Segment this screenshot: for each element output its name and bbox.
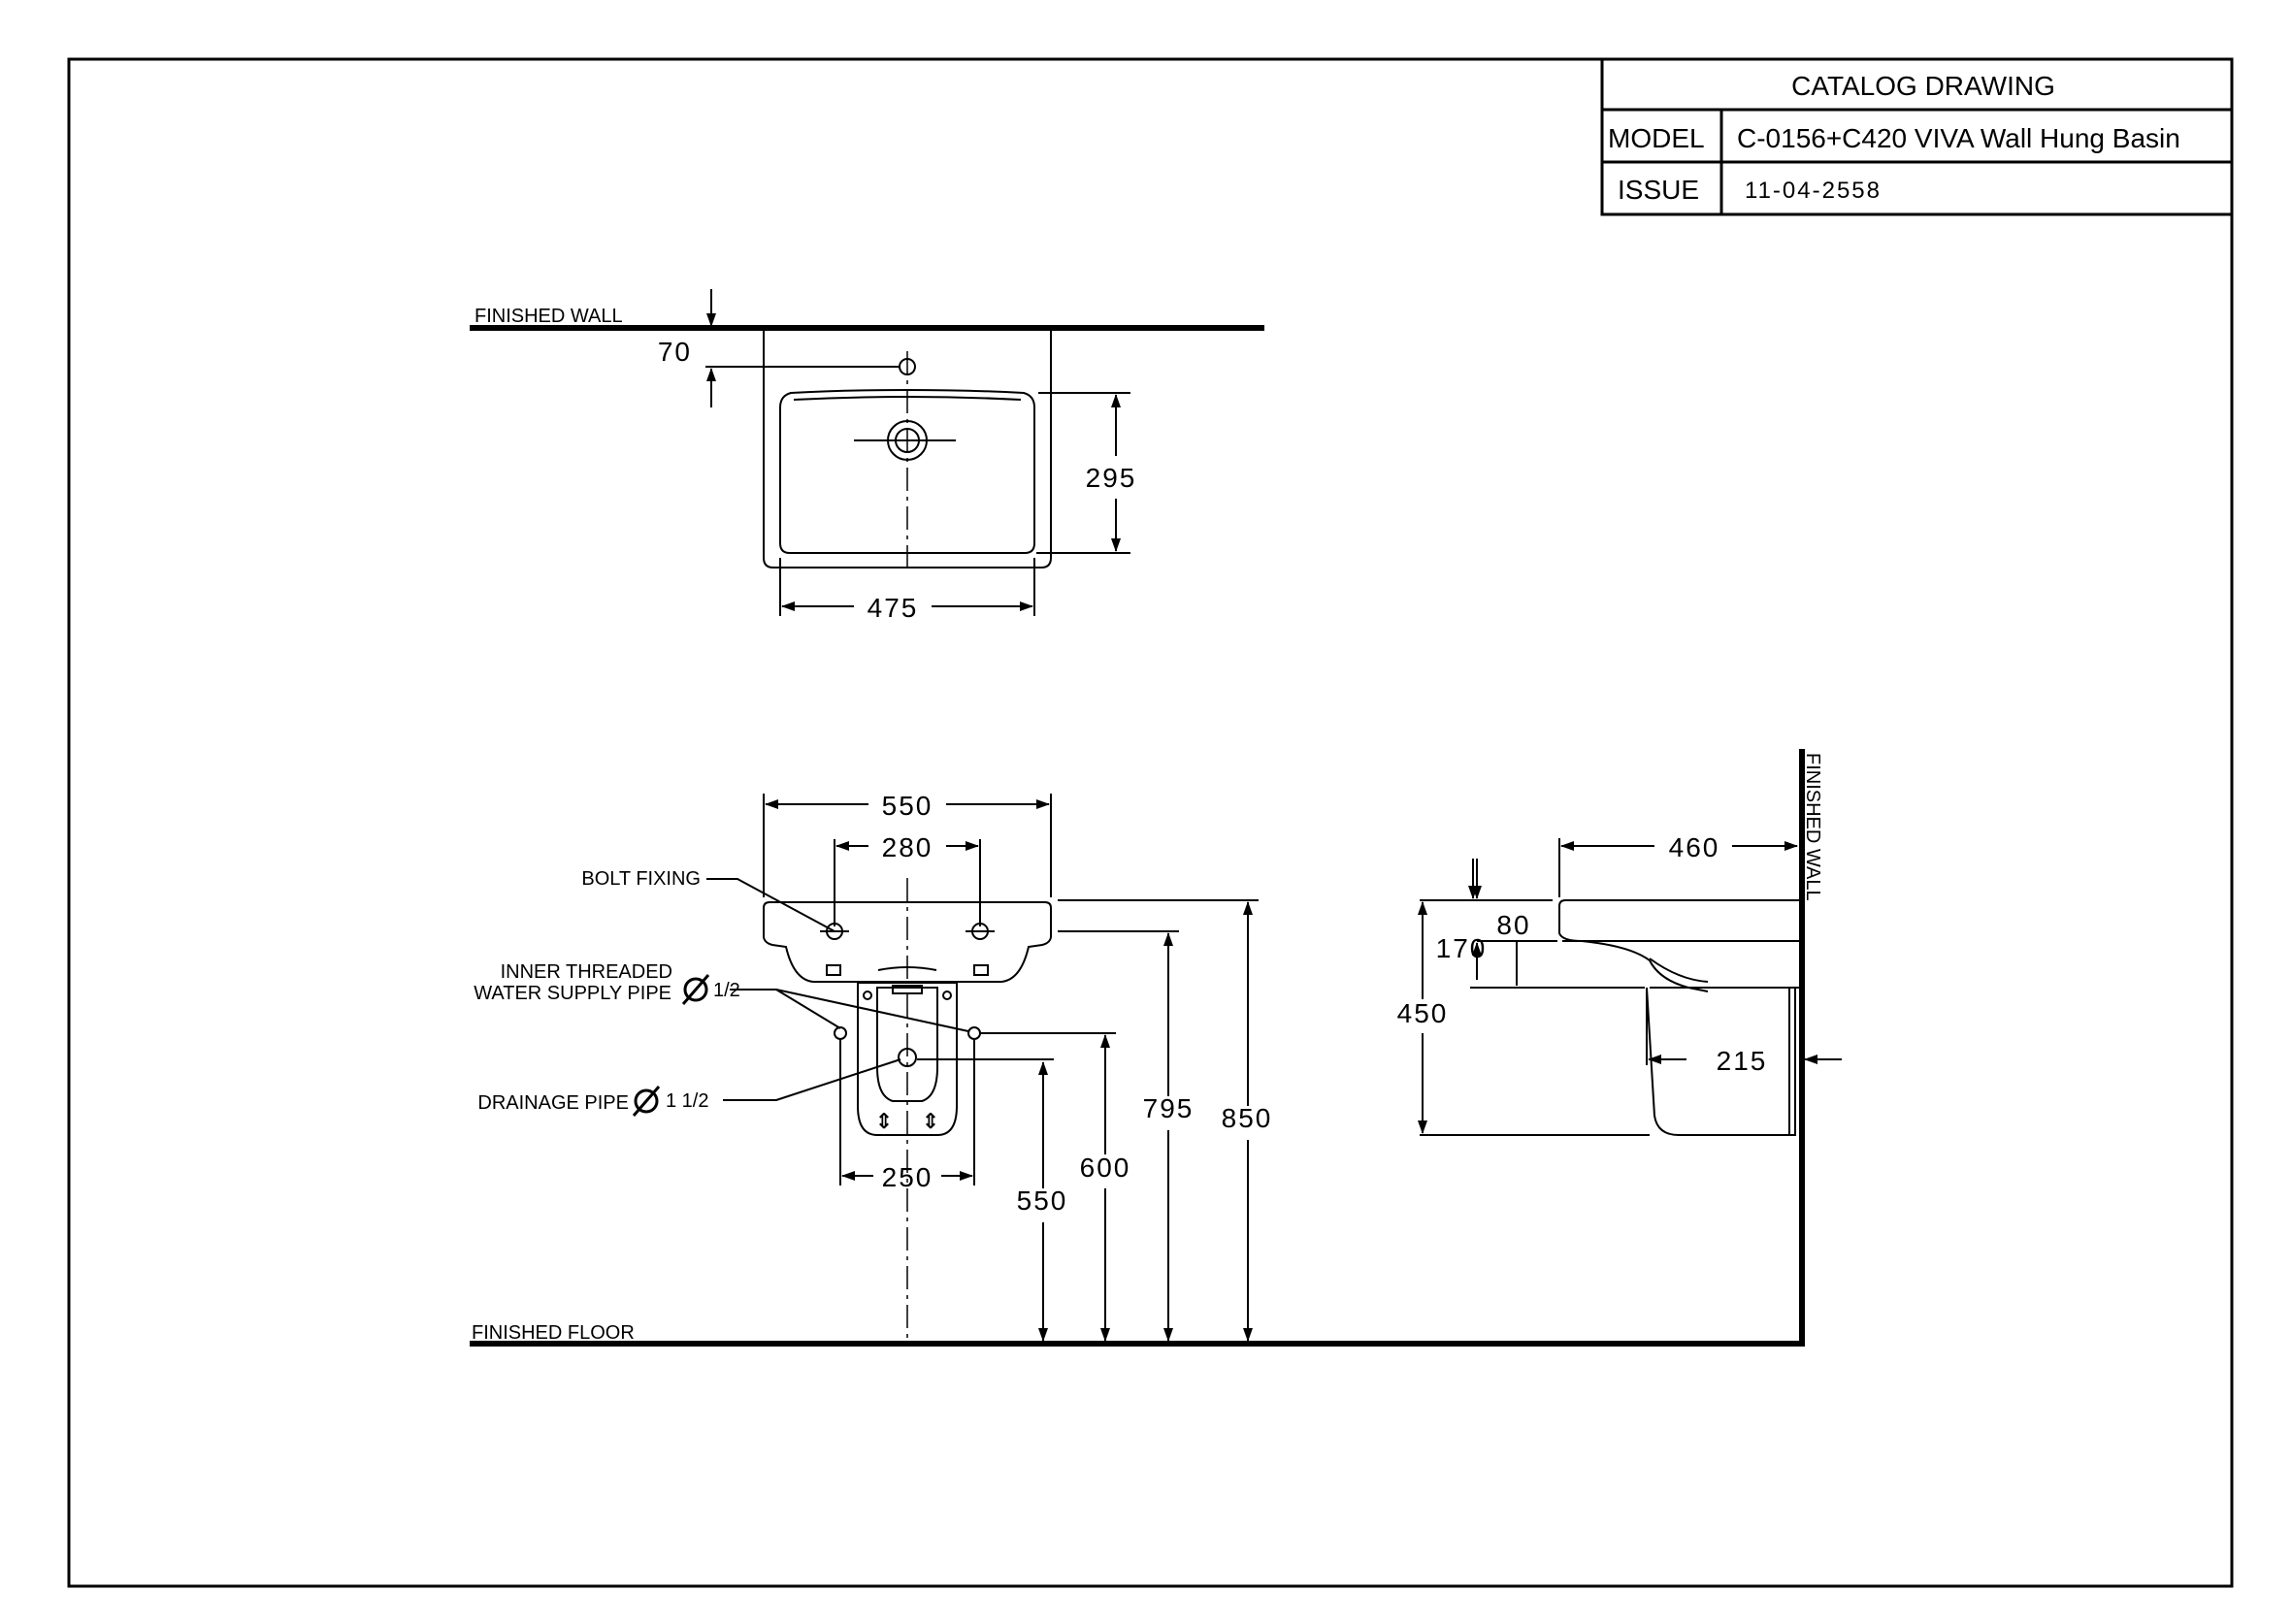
pedestal-side <box>1646 987 1796 1136</box>
dim-bolt-spacing: 280 <box>882 832 933 862</box>
dim-rim-thickness: 80 <box>1496 910 1530 940</box>
basin-bowl-top <box>779 388 1035 554</box>
finished-floor-label: FINISHED FLOOR <box>472 1322 635 1344</box>
dim-drain-height: 550 <box>1017 1186 1068 1216</box>
drainage-pipe-label: DRAINAGE PIPE <box>477 1092 629 1114</box>
title-block-heading: CATALOG DRAWING <box>1791 71 2055 101</box>
issue-value: 11-04-2558 <box>1745 178 1882 204</box>
dim-wall-to-tap: 70 <box>658 337 692 367</box>
dim-bowl-depth: 295 <box>1086 463 1137 493</box>
adjust-arrow-right-icon: ⇕ <box>922 1109 939 1133</box>
supply-left-icon <box>834 1026 847 1040</box>
dim-projection: 460 <box>1669 832 1720 862</box>
model-label: MODEL <box>1608 123 1705 153</box>
adjust-arrow-left-icon: ⇕ <box>875 1109 893 1133</box>
diameter-icon-drain <box>632 1086 661 1117</box>
dim-bolt-height: 795 <box>1143 1093 1195 1123</box>
top-view: FINISHED WALL 70 295 475 <box>470 289 1264 623</box>
title-block: CATALOG DRAWING MODEL C-0156+C420 VIVA W… <box>1600 57 2234 216</box>
diameter-icon-supply <box>681 974 710 1005</box>
sheet-border <box>67 57 2234 1588</box>
dim-overall-width: 550 <box>882 791 933 821</box>
issue-label: ISSUE <box>1618 175 1699 205</box>
water-supply-label-line1: INNER THREADED <box>501 961 672 983</box>
dim-pedestal-depth: 215 <box>1717 1046 1768 1076</box>
water-supply-size: 1/2 <box>713 980 740 1001</box>
finished-wall-label-top: FINISHED WALL <box>475 306 623 327</box>
model-value: C-0156+C420 VIVA Wall Hung Basin <box>1737 123 2180 153</box>
pedestal-front <box>857 982 958 1136</box>
supply-right-icon <box>967 1026 981 1040</box>
side-view: 460 80 170 450 215 <box>1397 832 1842 1136</box>
water-supply-label-line2: WATER SUPPLY PIPE <box>474 983 671 1004</box>
dim-rim-height: 850 <box>1222 1103 1273 1133</box>
drainage-pipe-size: 1 1/2 <box>666 1090 708 1112</box>
finished-wall-label-side: FINISHED WALL <box>1802 753 1823 901</box>
front-view: ⇕ ⇕ 550 280 250 550 600 <box>474 791 1273 1344</box>
dim-bowl-width: 475 <box>868 593 919 623</box>
bolt-fixing-label: BOLT FIXING <box>581 868 701 890</box>
basin-body-front <box>763 901 1052 983</box>
dim-basin-height: 170 <box>1436 933 1488 963</box>
dim-pedestal-width: 250 <box>882 1162 933 1192</box>
dim-pedestal-height: 450 <box>1397 998 1449 1028</box>
dim-supply-height: 600 <box>1080 1153 1131 1183</box>
